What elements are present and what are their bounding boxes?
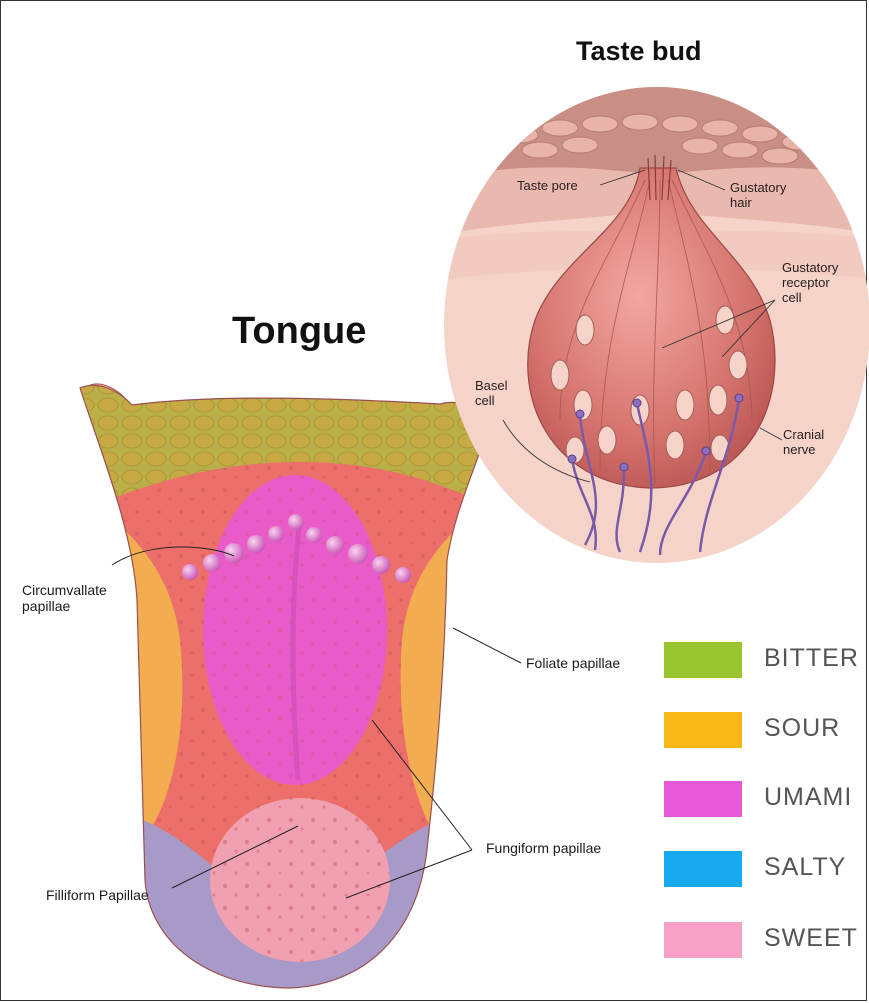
- legend-label-salty: SALTY: [764, 853, 846, 882]
- tongue-illustration: [60, 380, 520, 1003]
- gustatory-receptor-cell-label: Gustatory receptor cell: [782, 260, 838, 305]
- cranial-nerve-label: Cranial nerve: [783, 427, 824, 457]
- fungiform-papillae-label: Fungiform papillae: [486, 840, 601, 856]
- taste-pore-label: Taste pore: [517, 178, 578, 193]
- legend-label-umami: UMAMI: [764, 783, 852, 812]
- legend-label-bitter: BITTER: [764, 644, 859, 673]
- legend-swatch-bitter: [664, 642, 742, 678]
- legend-item-umami: UMAMI: [664, 779, 864, 819]
- legend-item-sweet: SWEET: [664, 920, 864, 960]
- legend-item-bitter: BITTER: [664, 640, 864, 680]
- filliform-papillae-label: Filliform Papillae: [46, 887, 149, 903]
- taste-bud-title: Taste bud: [576, 36, 702, 67]
- tongue-title: Tongue: [232, 310, 366, 353]
- basel-cell-label: Basel cell: [475, 378, 508, 408]
- legend-swatch-sour: [664, 712, 742, 748]
- legend-label-sour: SOUR: [764, 714, 840, 743]
- legend-swatch-salty: [664, 851, 742, 887]
- legend-item-salty: SALTY: [664, 849, 864, 889]
- legend-label-sweet: SWEET: [764, 924, 858, 953]
- foliate-papillae-label: Foliate papillae: [526, 655, 620, 671]
- legend-swatch-umami: [664, 781, 742, 817]
- legend-item-sour: SOUR: [664, 710, 864, 750]
- legend-swatch-sweet: [664, 922, 742, 958]
- circumvallate-papillae-label: Circumvallate papillae: [22, 582, 107, 614]
- taste-bud-illustration: [440, 80, 869, 563]
- gustatory-hair-label: Gustatory hair: [730, 180, 786, 210]
